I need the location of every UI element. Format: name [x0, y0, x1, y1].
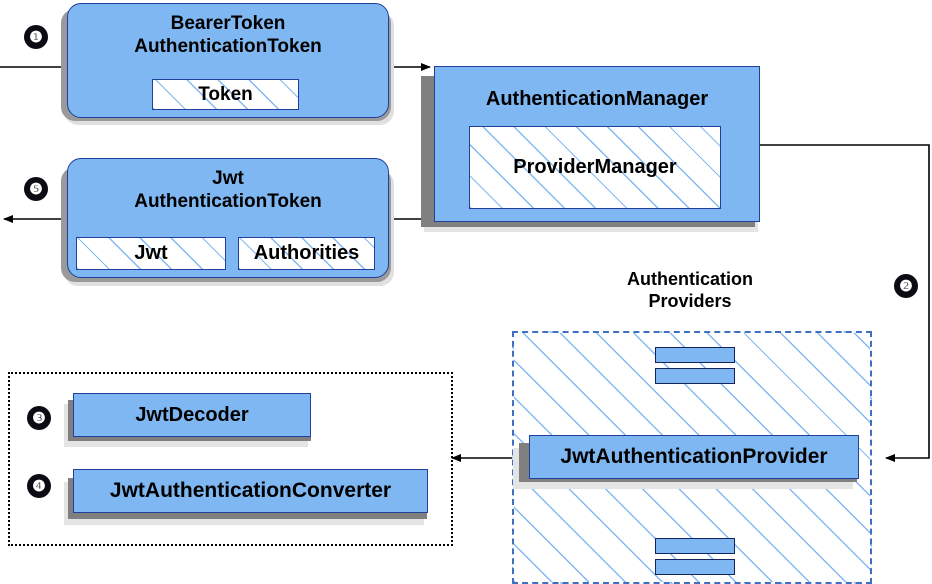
step-bullet-5: ❺ — [24, 177, 48, 201]
step-bullet-2: ❷ — [894, 274, 918, 298]
other-provider-bar-top-2 — [655, 368, 735, 384]
authentication-manager-field-provider-manager: ProviderManager — [469, 126, 721, 209]
other-provider-bar-bottom-2 — [655, 559, 735, 575]
jwt-token-title-line1: Jwt — [212, 168, 244, 189]
other-provider-bar-bottom-1 — [655, 538, 735, 554]
bearer-token-title-line2: AuthenticationToken — [134, 36, 322, 57]
authentication-providers-caption-line2: Providers — [648, 291, 732, 311]
jwt-authentication-converter-label: JwtAuthenticationConverter — [109, 479, 392, 502]
bearer-token-field-token: Token — [152, 79, 299, 110]
authentication-providers-caption: Authentication Providers — [588, 268, 792, 312]
jwt-authentication-provider-label: JwtAuthenticationProvider — [560, 445, 828, 468]
jwt-authentication-converter-box: JwtAuthenticationConverter — [73, 469, 428, 513]
arrow-manager-to-provider — [760, 144, 930, 462]
step-bullet-1: ❶ — [24, 25, 48, 49]
jwt-token-field-jwt-label: Jwt — [134, 242, 168, 264]
jwt-token-field-jwt: Jwt — [76, 237, 226, 270]
jwt-authentication-provider-box: JwtAuthenticationProvider — [529, 435, 859, 479]
jwt-token-title-line2: AuthenticationToken — [134, 191, 322, 212]
authentication-providers-caption-line1: Authentication — [627, 269, 753, 289]
step-bullet-4: ❹ — [27, 474, 51, 498]
other-provider-bar-top-1 — [655, 347, 735, 363]
jwt-decoder-label: JwtDecoder — [135, 403, 249, 426]
bearer-token-title-line1: BearerToken — [170, 13, 286, 34]
jwt-token-field-authorities: Authorities — [238, 237, 375, 270]
step-bullet-3: ❸ — [27, 406, 51, 430]
bearer-token-field-token-label: Token — [198, 83, 253, 105]
jwt-token-field-authorities-label: Authorities — [253, 242, 360, 264]
authentication-manager-title: AuthenticationManager — [485, 88, 709, 110]
provider-manager-label: ProviderManager — [513, 156, 677, 178]
jwt-decoder-box: JwtDecoder — [73, 393, 311, 437]
